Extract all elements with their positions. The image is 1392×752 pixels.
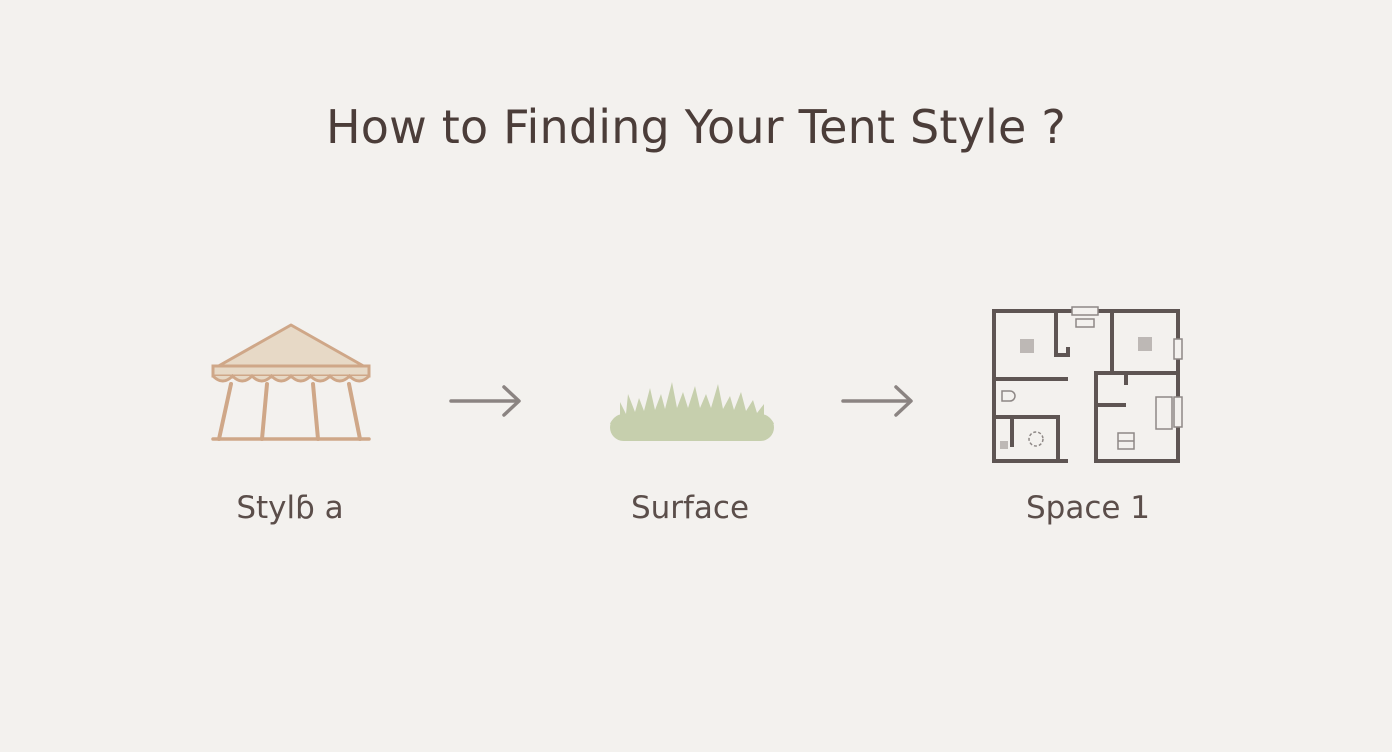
grass-icon <box>610 382 774 441</box>
page-title: How to Finding Your Tent Style ? <box>326 100 1066 154</box>
step-label-surface: Surface <box>630 490 750 526</box>
tent-icon <box>211 323 371 441</box>
right-arrow-icon <box>841 385 913 417</box>
step-label-space: Space 1 <box>1025 490 1151 526</box>
right-arrow-icon <box>449 385 521 417</box>
step-label-style: Stylɓ a <box>236 490 344 526</box>
floor-plan-icon <box>992 306 1183 463</box>
